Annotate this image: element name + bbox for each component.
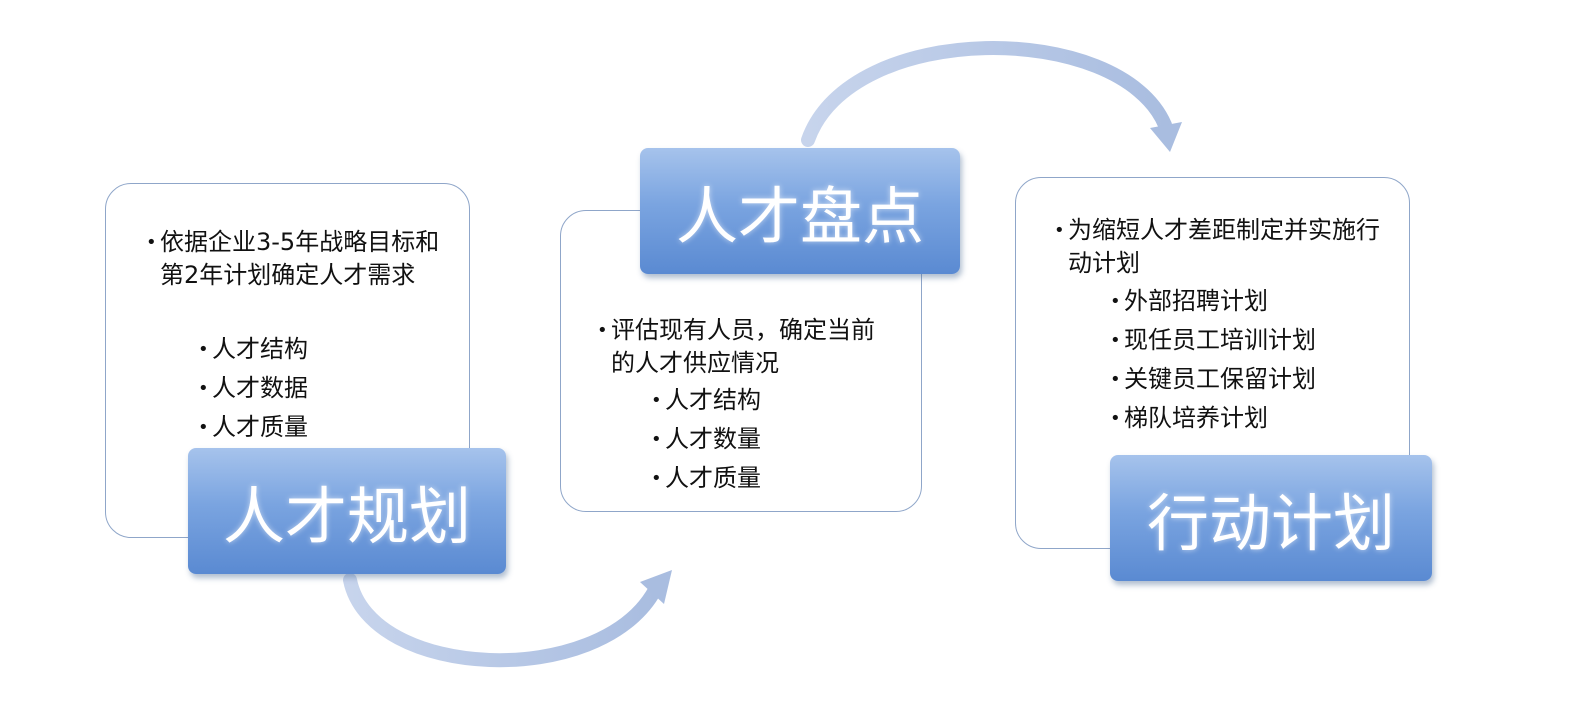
action-sub-item: 现任员工培训计划 (1110, 321, 1316, 360)
inventory-sub-item: 人才质量 (651, 459, 761, 498)
planning-sub-item: 人才结构 (198, 330, 308, 369)
planning-title: 人才规划 (188, 448, 506, 574)
inventory-title: 人才盘点 (640, 148, 960, 274)
action-bullet: 为缩短人才差距制定并实施行动计划 (1054, 214, 1384, 280)
action-sub-item: 梯队培养计划 (1110, 399, 1316, 438)
planning-sub-item: 人才质量 (198, 408, 308, 447)
arrow-inventory-to-action (801, 41, 1182, 152)
arrow-planning-to-inventory (343, 570, 672, 668)
planning-sub-item: 人才数据 (198, 369, 308, 408)
action-sub-item: 关键员工保留计划 (1110, 360, 1316, 399)
action-sub-item: 外部招聘计划 (1110, 282, 1316, 321)
inventory-bullet: 评估现有人员，确定当前的人才供应情况 (597, 314, 897, 380)
inventory-sub-item: 人才数量 (651, 420, 761, 459)
inventory-sub-item: 人才结构 (651, 381, 761, 420)
planning-card: 依据企业3-5年战略目标和第2年计划确定人才需求 人才结构 人才数据 人才质量 (105, 183, 470, 538)
action-title: 行动计划 (1110, 455, 1432, 581)
planning-bullet: 依据企业3-5年战略目标和第2年计划确定人才需求 (146, 226, 446, 292)
